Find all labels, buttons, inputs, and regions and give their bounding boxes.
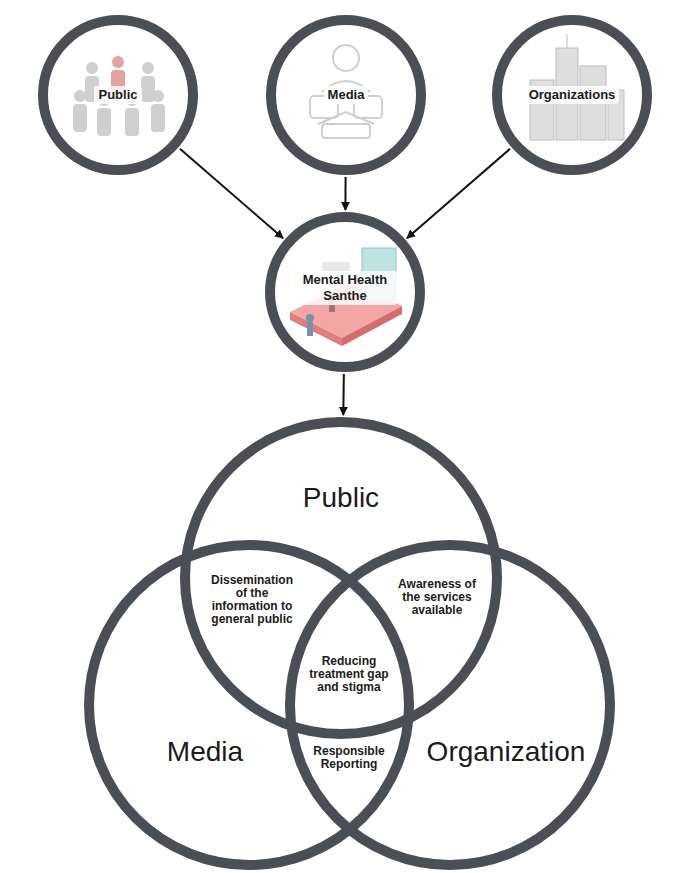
overlap-label: Responsible Reporting — [306, 745, 392, 771]
node-text-group: Media — [135, 735, 275, 769]
node-label: Public — [303, 481, 379, 515]
overlap-label: Awareness of the services available — [392, 578, 482, 617]
node-text-group: Mental Health Santhe — [293, 271, 397, 305]
node-label: Media — [167, 735, 243, 769]
node-text-group: Organizations — [512, 86, 632, 104]
circle-border — [89, 545, 409, 865]
node-label: Public — [94, 86, 141, 104]
circle-border — [270, 217, 420, 367]
stakeholder-circle: Public — [38, 15, 198, 175]
node-text-group: Media — [286, 86, 406, 104]
arrow-connector — [180, 149, 283, 239]
arrow-connector — [342, 374, 345, 415]
node-label: Organizations — [525, 86, 620, 104]
circle-border — [271, 20, 421, 170]
circle-border — [290, 545, 610, 865]
stakeholder-circle: Media — [266, 15, 426, 175]
media-illustration — [310, 45, 382, 138]
circle-border — [43, 20, 193, 170]
node-text-group: Organization — [421, 735, 591, 769]
stakeholder-circle: Organizations — [492, 15, 652, 175]
node-label: Organization — [427, 735, 586, 769]
overlap-label: Reducing treatment gap and stigma — [307, 655, 391, 694]
arrow-connector — [344, 177, 346, 210]
hub-circle: Mental Health Santhe — [265, 212, 425, 372]
node-text-group: Public — [261, 481, 421, 515]
circle-border — [497, 20, 647, 170]
node-label: Media — [324, 86, 369, 104]
crowd-illustration — [73, 56, 165, 136]
santhe-illustration — [290, 248, 402, 346]
node-text-group: Public — [58, 86, 178, 104]
node-label: Mental Health Santhe — [293, 271, 397, 305]
arrow-connector — [407, 149, 510, 239]
overlap-label: Dissemination of the information to gene… — [207, 574, 297, 626]
